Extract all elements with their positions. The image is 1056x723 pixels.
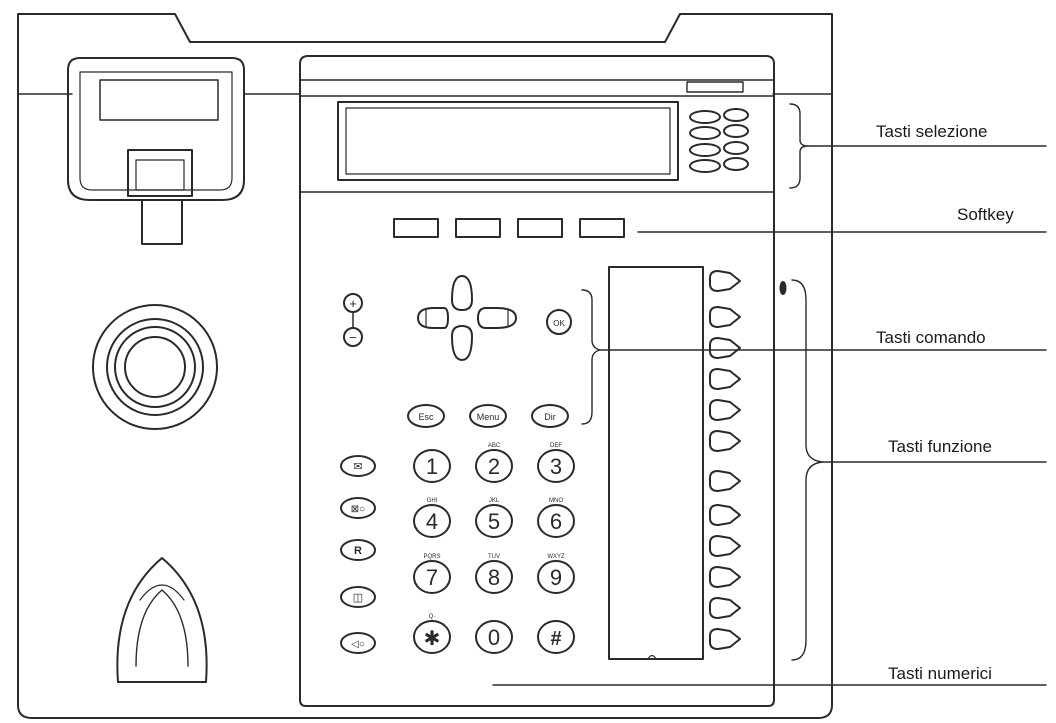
key-star-digit: ✱ <box>424 628 441 650</box>
handset-hook <box>116 557 208 683</box>
key-4-digit: 4 <box>426 509 438 534</box>
phone-body <box>299 55 775 707</box>
key-7-digit: 7 <box>426 565 438 590</box>
esc-key-label: Esc <box>418 412 434 422</box>
mail-key-icon: ✉ <box>353 461 362 473</box>
key-3-digit: 3 <box>550 454 562 479</box>
key-6-letters: MNO <box>549 498 563 504</box>
recall-key-label: R <box>354 545 362 557</box>
softkeys[interactable] <box>393 218 625 238</box>
softkey-1[interactable] <box>393 218 439 238</box>
callout-tasti-funzione: Tasti funzione <box>888 437 992 456</box>
side-keys[interactable] <box>340 455 376 654</box>
volume-minus-label: − <box>349 330 357 345</box>
ok-key-label: OK <box>553 319 565 328</box>
key-8-letters: TUV <box>488 554 500 560</box>
handset-cradle <box>67 57 245 245</box>
key-4-letters: GHI <box>427 498 438 504</box>
bracket-funzione <box>791 279 823 661</box>
key-6-digit: 6 <box>550 509 562 534</box>
mute-key-icon: ◫ <box>353 592 363 604</box>
key-1-digit: 1 <box>426 454 438 479</box>
selection-keys[interactable] <box>689 108 749 173</box>
key-9-letters: WXYZ <box>547 554 565 560</box>
key-2-letters: ABC <box>488 443 501 449</box>
key-0-digit: 0 <box>488 625 500 650</box>
callout-tasti-selezione: Tasti selezione <box>876 122 988 141</box>
softkey-4[interactable] <box>579 218 625 238</box>
nav-right-key[interactable] <box>477 307 517 329</box>
key-3-letters: DEF <box>550 443 562 449</box>
key-star-letters: Q· <box>429 614 436 620</box>
callout-lines <box>492 103 1047 686</box>
callout-tasti-numerici: Tasti numerici <box>888 664 992 683</box>
key-9-digit: 9 <box>550 565 562 590</box>
softkey-3[interactable] <box>517 218 563 238</box>
key-5-letters: JKL <box>489 498 500 504</box>
speaker-key-icon: ◁○ <box>351 639 365 650</box>
key-hash-digit: # <box>550 628 561 650</box>
phone-base-outline <box>17 13 833 719</box>
bracket-comando <box>581 289 601 425</box>
function-label-strip <box>608 266 704 660</box>
bracket-selezione <box>789 103 809 189</box>
dir-key-label: Dir <box>544 412 556 422</box>
key-7-letters: PQRS <box>423 554 440 560</box>
nav-down-key[interactable] <box>451 325 473 361</box>
volume-control[interactable] <box>343 293 363 347</box>
navigation-cluster[interactable] <box>417 275 572 361</box>
callout-tasti-comando: Tasti comando <box>876 328 986 347</box>
keypad[interactable] <box>413 449 575 654</box>
message-key-icon: ⊠○ <box>351 504 365 515</box>
dir-key[interactable] <box>531 404 569 428</box>
esc-key[interactable] <box>407 404 445 428</box>
key-2-digit: 2 <box>488 454 500 479</box>
indicator-led <box>779 281 787 295</box>
display-screen <box>337 101 679 181</box>
key-5-digit: 5 <box>488 509 500 534</box>
nav-left-key[interactable] <box>417 307 449 329</box>
speaker-grille <box>92 304 218 430</box>
ok-key[interactable] <box>546 309 572 335</box>
callout-softkey: Softkey <box>957 205 1014 224</box>
menu-key[interactable] <box>469 404 507 428</box>
function-keys[interactable] <box>709 270 741 650</box>
nav-up-key[interactable] <box>451 275 473 311</box>
softkey-2[interactable] <box>455 218 501 238</box>
key-8-digit: 8 <box>488 565 500 590</box>
volume-plus-label: + <box>349 296 357 311</box>
menu-key-label: Menu <box>477 412 500 422</box>
